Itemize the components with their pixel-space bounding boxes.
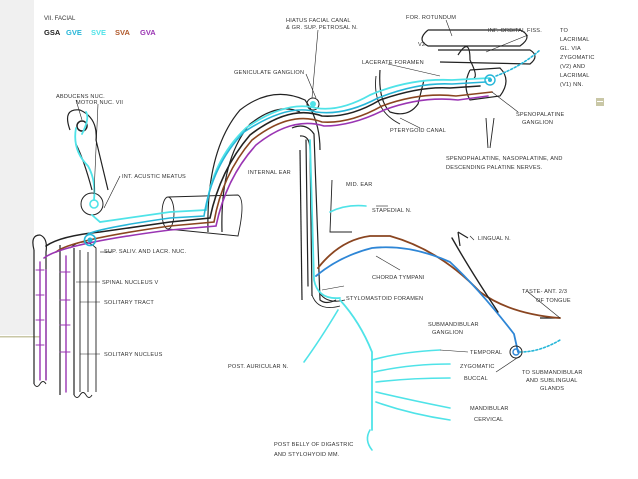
facial-motor-trunk: [339, 299, 373, 431]
stapedial-nerve: [329, 204, 367, 213]
foramen-rotundum: [421, 29, 528, 47]
label-digastric-1: POST BELLY OF DIGASTRIC: [274, 442, 354, 448]
label-internal-ear: INTERNAL EAR: [248, 170, 291, 176]
pterygoid-canal: [379, 69, 425, 115]
label-chorda: CHORDA TYMPANI: [372, 275, 425, 281]
label-taste-1: TASTE- ANT. 2/3: [522, 289, 567, 295]
label-lacrimal-7: (V1) NN.: [560, 82, 584, 88]
label-lacrimal-2: LACRIMAL: [560, 37, 590, 43]
label-spenopalatine-2: GANGLION: [522, 120, 553, 126]
legend-gva: GVA: [140, 28, 156, 37]
label-submand-1: SUBMANDIBULAR: [428, 322, 479, 328]
brainstem-column-1: [32, 234, 47, 380]
label-stylomastoid: STYLOMASTOID FORAMEN: [346, 296, 423, 302]
motor-nucleus-circle: [80, 192, 104, 216]
spenopalatine-ganglion: [484, 74, 496, 86]
label-submand-2: GANGLION: [432, 330, 463, 336]
submandibular-ganglion: [509, 345, 523, 359]
label-solitary-tract: SOLITARY TRACT: [104, 300, 154, 306]
label-motor: MOTOR NUC. VII: [76, 100, 123, 106]
facial-canal-outer: [207, 93, 321, 233]
labels: HIATUS FACIAL CANAL & GR. SUP. PETROSAL …: [56, 15, 595, 458]
label-pterygoid: PTERYGOID CANAL: [390, 128, 446, 134]
label-lacrimal-4: ZYGOMATIC: [560, 55, 595, 61]
label-v2: V2: [418, 42, 425, 48]
leader-lines: [75, 19, 561, 373]
label-post-auricular: POST. AURICULAR N.: [228, 364, 289, 370]
sve-fiber: [91, 77, 491, 223]
label-lacrimal-6: LACRIMAL: [560, 73, 590, 79]
label-spenopalatine-1: SPENOPALATINE: [516, 112, 564, 118]
label-stapedial: STAPEDIAL N.: [372, 208, 412, 214]
lacrimal-path: [495, 49, 541, 77]
gva-fiber: [43, 95, 489, 259]
mandibular-branch: [375, 391, 451, 409]
label-temporal: TEMPORAL: [470, 350, 502, 356]
label-lacrimal-1: TO: [560, 28, 569, 34]
label-cervical: CERVICAL: [474, 417, 503, 423]
label-taste-2: OF TONGUE: [536, 298, 571, 304]
middle-ear: [329, 179, 352, 233]
legend-sve: SVE: [91, 28, 106, 37]
buccal-branch: [375, 377, 451, 383]
label-lingual: LINGUAL N.: [478, 236, 511, 242]
label-for-rotundum: FOR. ROTUNDUM: [406, 15, 456, 21]
label-lacrimal-5: (V2) AND: [560, 64, 585, 70]
label-int-acustic: INT. ACUSTIC MEATUS: [122, 174, 186, 180]
label-to-submand-1: TO SUBMANDIBULAR: [522, 370, 583, 376]
geniculate-ganglion-outline: [306, 97, 320, 111]
cervical-branch: [375, 401, 451, 421]
lingual-nerve: [451, 237, 499, 313]
label-solitary-nucleus: SOLITARY NUCLEUS: [104, 352, 163, 358]
label-spinal: SPINAL NUCLEUS V: [102, 280, 159, 286]
post-auricular-branch: [303, 309, 339, 363]
label-sup-saliv: SUP. SALIV. AND LACR. NUC.: [104, 249, 187, 255]
diagram-title: VII. FACIAL: [44, 16, 76, 22]
label-hiatus-1: HIATUS FACIAL CANAL: [286, 18, 351, 24]
motor-nucleus-core: [89, 199, 99, 209]
legend-gve: GVE: [66, 28, 82, 37]
legend-sva: SVA: [115, 28, 130, 37]
label-inf-orbital: INF. ORBITAL FISS.: [488, 28, 542, 34]
legend-gsa: GSA: [44, 28, 61, 37]
motor-nucleus-outline: [67, 109, 109, 191]
label-nerves-1: SPENOPHALATINE, NASOPALATINE, AND: [446, 156, 563, 162]
label-geniculate: GENICULATE GANGLION: [234, 70, 304, 76]
facial-canal-vertical: [291, 125, 337, 304]
abducens-nucleus: [76, 120, 88, 132]
geniculate-ganglion: [310, 101, 316, 107]
label-lacrimal-3: GL. VIA: [560, 46, 581, 52]
chorda-tympani-gve: [315, 246, 519, 353]
label-to-submand-2: AND SUBLINGUAL: [526, 378, 578, 384]
chorda-tympani-sva: [317, 235, 561, 319]
label-hiatus-2: & GR. SUP. PETROSAL N.: [286, 25, 358, 31]
digastric-branch: [366, 429, 373, 451]
slide-left-panel: [0, 0, 34, 335]
sva-fiber: [55, 91, 493, 253]
label-zygomatic: ZYGOMATIC: [460, 364, 495, 370]
temporal-branch: [371, 349, 441, 361]
anatomy-outlines: [32, 29, 560, 398]
label-abducens: ABDUCENS NUC.: [56, 94, 105, 100]
sup-saliv-nucleus: [83, 233, 97, 247]
label-lacerate: LACERATE FORAMEN: [362, 60, 424, 66]
label-mandibular: MANDIBULAR: [470, 406, 509, 412]
nerve-fibers: [35, 49, 561, 451]
label-buccal: BUCCAL: [464, 376, 488, 382]
label-mid-ear: MID. EAR: [346, 182, 372, 188]
label-nerves-2: DESCENDING PALATINE NERVES.: [446, 165, 543, 171]
submandibular-path: [519, 339, 561, 353]
label-digastric-2: AND STYLOHYOID MM.: [274, 452, 340, 458]
label-to-submand-3: GLANDS: [540, 386, 564, 392]
zygomatic-branch: [373, 363, 451, 373]
gve-fiber: [87, 81, 487, 235]
slide-left-rule: [0, 336, 40, 338]
gsa-fiber: [45, 85, 481, 247]
legend: GSA GVE SVE SVA GVA: [44, 28, 156, 37]
